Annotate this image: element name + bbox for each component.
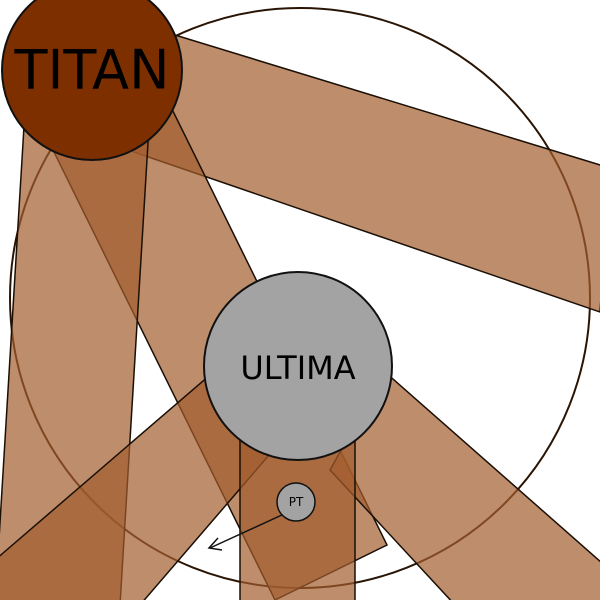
pt-label: PT [289,495,304,509]
titan-label: TITAN [13,39,169,102]
pt-arrow [207,513,285,551]
node-ultima[interactable]: ULTIMA [203,271,393,461]
node-pt[interactable]: PT [276,482,316,522]
arrow-shaft [209,513,285,549]
arrow-head [207,537,223,551]
ultima-label: ULTIMA [240,349,355,387]
titan-circle [1,0,183,161]
ultima-circle [203,271,393,461]
pt-circle [276,482,316,522]
node-titan[interactable]: TITAN [1,0,183,161]
